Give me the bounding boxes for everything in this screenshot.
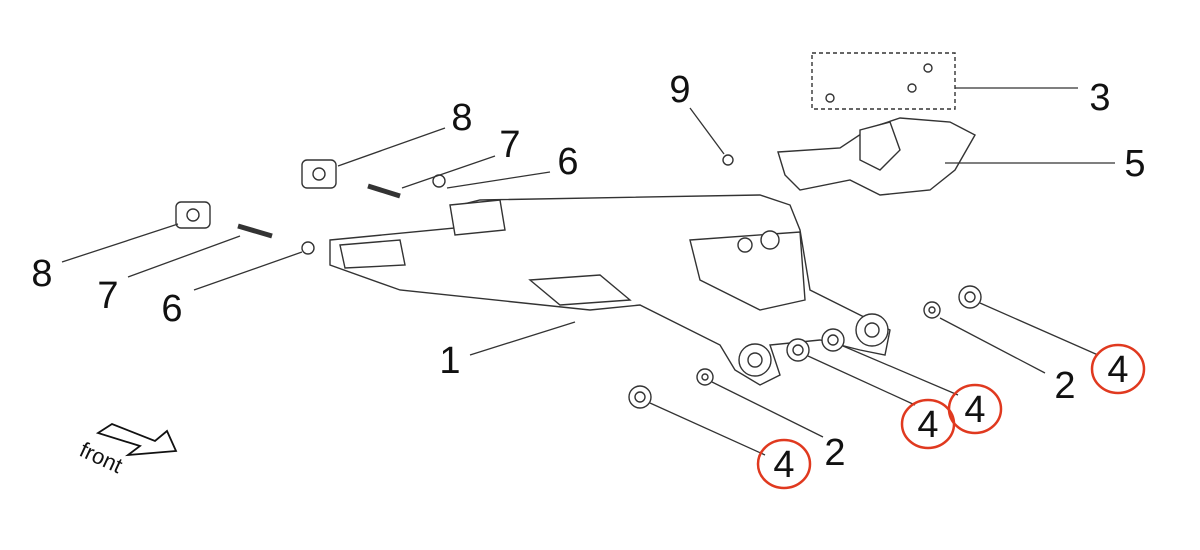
washer-part-2 (923, 301, 941, 319)
callout-6: 6 (161, 288, 182, 330)
callout-5: 5 (1124, 143, 1145, 185)
front-label: front (76, 437, 126, 478)
bolt-part-7 (367, 183, 401, 199)
bearing-part-4 (821, 328, 845, 352)
callout-6: 6 (557, 141, 578, 183)
callout-8: 8 (31, 253, 52, 295)
nut-part-6 (301, 241, 315, 255)
callout-4: 4 (964, 389, 985, 431)
bearing-part-4 (628, 385, 652, 409)
callout-4: 4 (917, 404, 938, 446)
callout-2: 2 (1054, 365, 1075, 407)
bearing-part-4 (958, 285, 982, 309)
swingarm-part-1 (329, 194, 891, 386)
callout-7: 7 (97, 275, 118, 317)
callout-8: 8 (451, 97, 472, 139)
screw-part-9 (722, 154, 734, 166)
bolt-part-7 (237, 223, 273, 239)
callout-1: 1 (439, 340, 460, 382)
callout-4: 4 (1107, 349, 1128, 391)
callout-3: 3 (1089, 77, 1110, 119)
callout-4: 4 (773, 444, 794, 486)
bearing-part-4 (786, 338, 810, 362)
screw-kit-part-3 (811, 52, 956, 110)
callout-9: 9 (669, 69, 690, 111)
highlight-circle (947, 383, 1003, 435)
callout-2: 2 (824, 432, 845, 474)
leader-lines (61, 87, 1115, 456)
washer-part-2 (696, 368, 714, 386)
highlight-circle (756, 438, 812, 490)
callout-7: 7 (499, 124, 520, 166)
front-arrow-icon (95, 422, 178, 457)
chain-guard-part-5 (777, 117, 976, 196)
highlight-circle (1090, 343, 1146, 395)
